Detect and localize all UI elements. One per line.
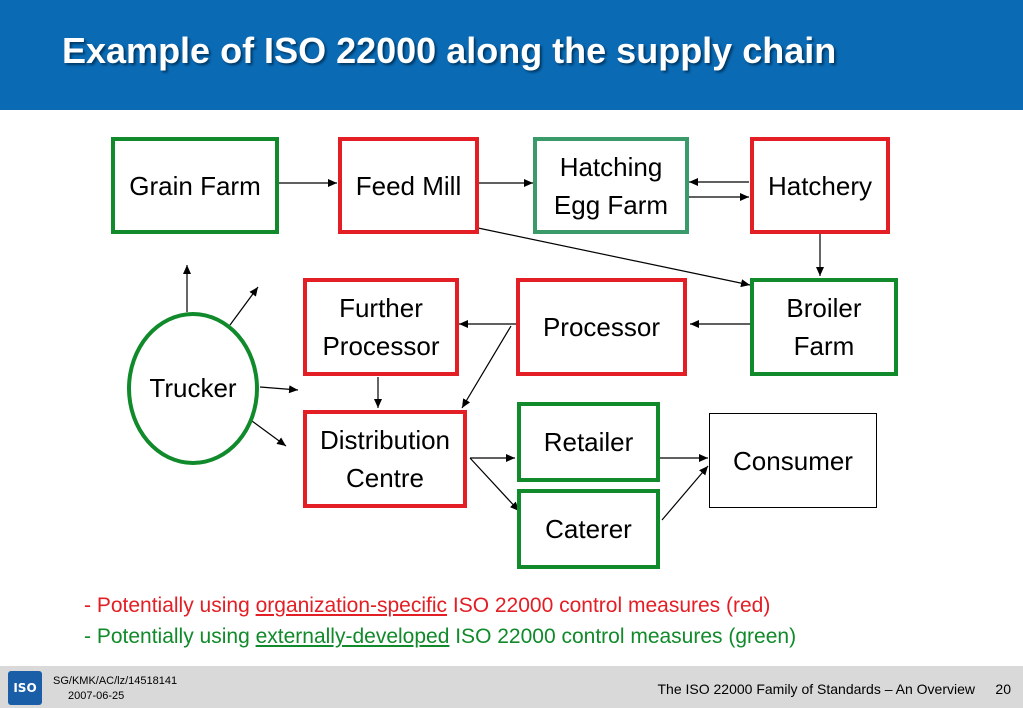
arrow-caterer-consumer: [661, 465, 709, 521]
arrow-trucker-upright: [229, 286, 259, 326]
node-distribution-centre: Distribution Centre: [303, 410, 467, 508]
arrow-feedmill-broilerfarm: [477, 227, 751, 288]
node-caterer: Caterer: [517, 489, 660, 569]
legend-red-prefix: - Potentially using: [84, 594, 256, 617]
legend-green-suffix: ISO 22000 control measures (green): [449, 625, 797, 648]
iso-logo: ISO: [8, 671, 42, 705]
document-date: 2007-06-25: [68, 690, 125, 702]
node-trucker: Trucker: [127, 312, 259, 465]
presentation-title: The ISO 22000 Family of Standards – An O…: [657, 681, 976, 697]
legend-green-prefix: - Potentially using: [84, 625, 256, 648]
slide-title: Example of ISO 22000 along the supply ch…: [62, 30, 837, 71]
legend-green-highlight: externally-developed: [255, 625, 450, 648]
arrow-trucker-right: [259, 385, 299, 394]
title-bar: Example of ISO 22000 along the supply ch…: [0, 0, 1023, 110]
legend-red-suffix: ISO 22000 control measures (red): [447, 594, 771, 617]
node-hatching-egg-farm: Hatching Egg Farm: [533, 137, 689, 234]
node-retailer: Retailer: [517, 402, 660, 482]
page-number: 20: [995, 681, 1011, 697]
node-further-processor: Further Processor: [303, 278, 459, 376]
node-consumer: Consumer: [709, 413, 877, 508]
arrow-distribution-caterer: [469, 457, 520, 512]
footer-bar: [0, 666, 1023, 708]
node-hatchery: Hatchery: [750, 137, 890, 234]
arrow-trucker-downright: [251, 420, 287, 447]
node-grain-farm: Grain Farm: [111, 137, 279, 234]
node-processor: Processor: [516, 278, 687, 376]
node-feed-mill: Feed Mill: [338, 137, 479, 234]
legend-red: - Potentially using organization-specifi…: [84, 594, 770, 618]
legend-red-highlight: organization-specific: [255, 594, 448, 617]
arrow-processor-distribution: [461, 325, 512, 409]
node-broiler-farm: Broiler Farm: [750, 278, 898, 376]
legend-green: - Potentially using externally-developed…: [84, 625, 796, 649]
document-reference: SG/KMK/AC/lz/14518141: [53, 675, 178, 687]
